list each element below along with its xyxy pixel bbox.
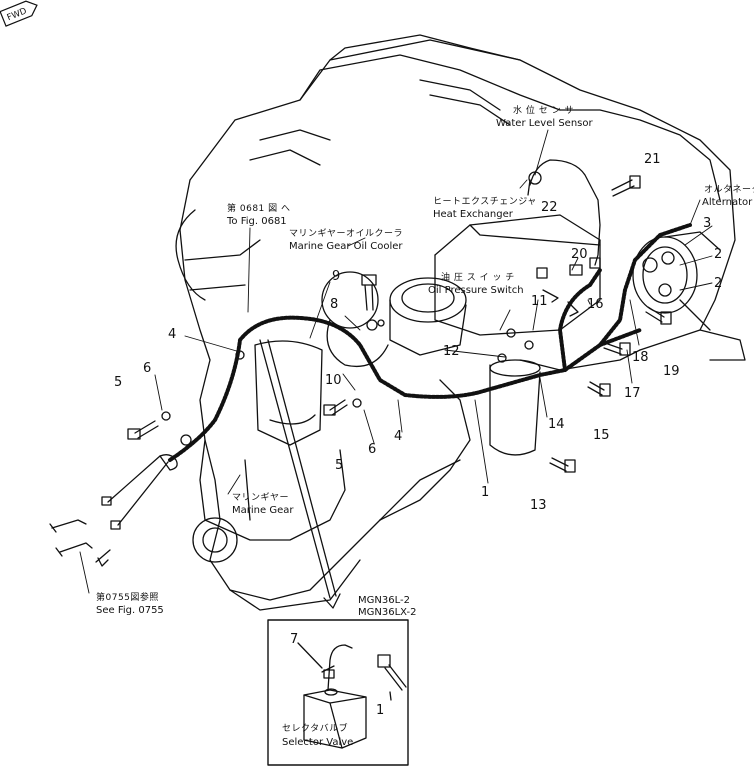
part-number-19: 19 (663, 364, 680, 379)
part-number-18: 18 (632, 350, 649, 365)
part-number-6a: 6 (143, 361, 152, 376)
marine-gear-housing (192, 439, 346, 563)
part-number-21: 21 (644, 152, 661, 167)
part-number-1: 1 (481, 485, 490, 500)
heat-exchanger-en: Heat Exchanger (433, 209, 513, 220)
part-number-15: 15 (593, 428, 610, 443)
see-fig-jp: 第0755図参照 (96, 593, 159, 603)
bolt-5a (127, 420, 159, 440)
marine-gear-en: Marine Gear (232, 505, 294, 516)
selector-valve-jp: セレクタバルブ (282, 724, 349, 734)
part-number-2a: 2 (714, 247, 723, 262)
terminal-wires (49, 454, 178, 567)
forward-direction-icon: FWD (0, 0, 38, 27)
water-level-sensor-jp: 水 位 セ ン サ (513, 106, 574, 116)
to-fig-jp: 第 0681 図 へ (227, 204, 291, 214)
inset-selector-valve (297, 642, 407, 749)
part-number-1-inset: 1 (376, 703, 385, 718)
water-level-sensor-wire (527, 159, 601, 269)
bolt-21 (611, 175, 641, 197)
part-number-22: 22 (541, 200, 558, 215)
bolt-5b (323, 399, 348, 416)
part-number-3: 3 (703, 216, 712, 231)
part-number-2b: 2 (714, 276, 723, 291)
main-harness (168, 223, 692, 462)
oil-pressure-switch-en: Oil Pressure Switch (428, 285, 524, 296)
see-fig-en: See Fig. 0755 (96, 605, 164, 616)
heat-exchanger-jp: ヒートエクスチェンジャ (433, 197, 537, 207)
alternator-jp: オルタネータ (704, 185, 754, 195)
bolt-13 (549, 457, 576, 473)
part-number-6b: 6 (368, 442, 377, 457)
heat-exchanger-box (434, 214, 601, 336)
filter-shape (254, 340, 541, 456)
inset-model-1: MGN36L-2 (358, 595, 410, 606)
part-number-4a: 4 (168, 327, 177, 342)
turbo-shape (321, 271, 467, 368)
part-number-9: 9 (332, 269, 341, 284)
bolt-19 (645, 306, 672, 325)
inset-box (267, 619, 409, 766)
bolt-15 (587, 381, 611, 397)
oil-pressure-switch-jp: 油 圧 ス イ ッ チ (441, 273, 515, 283)
water-level-sensor-en: Water Level Sensor (496, 118, 593, 129)
leader-lines (79, 129, 713, 594)
part-number-17: 17 (624, 386, 641, 401)
marine-gear-oil-cooler-en: Marine Gear Oil Cooler (289, 241, 403, 252)
bolt-17 (603, 342, 631, 356)
small-fittings (161, 264, 583, 446)
part-number-16: 16 (587, 297, 604, 312)
part-number-11: 11 (531, 294, 548, 309)
selector-valve-en: Selector Valve (282, 737, 354, 748)
marine-gear-jp: マリンギヤー (232, 493, 290, 503)
bolt-9 (361, 274, 377, 311)
part-number-8: 8 (330, 297, 339, 312)
part-number-5a: 5 (114, 375, 123, 390)
part-number-14: 14 (548, 417, 565, 432)
part-number-13: 13 (530, 498, 547, 513)
alternator-en: Alternator (702, 197, 753, 208)
alternator-shape (632, 231, 721, 314)
part-number-7: 7 (290, 632, 299, 647)
dipstick-rod (259, 339, 341, 609)
part-number-4b: 4 (394, 429, 403, 444)
part-number-12: 12 (443, 344, 460, 359)
marine-gear-oil-cooler-jp: マリンギヤーオイルクーラ (289, 229, 404, 239)
part-number-5b: 5 (335, 458, 344, 473)
part-number-10: 10 (325, 373, 342, 388)
inset-model-2: MGN36LX-2 (358, 607, 417, 618)
to-fig-en: To Fig. 0681 (227, 216, 287, 227)
part-number-20: 20 (571, 247, 588, 262)
